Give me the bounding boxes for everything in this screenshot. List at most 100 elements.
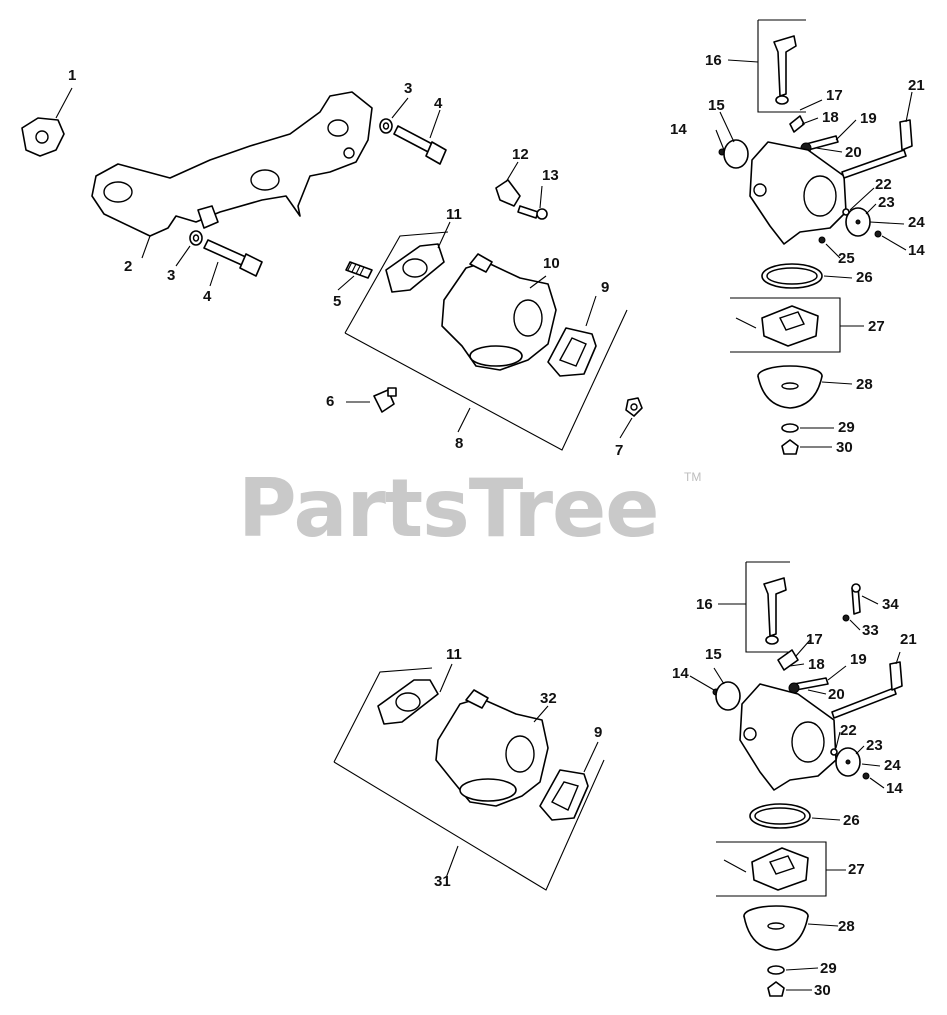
callout-3-upper[interactable]: 3 <box>404 80 413 97</box>
callout-27-lower[interactable]: 27 <box>848 861 865 878</box>
part-14-plug-b-lower[interactable] <box>862 772 870 780</box>
callout-26-upper[interactable]: 26 <box>856 269 873 286</box>
callout-20-upper[interactable]: 20 <box>845 144 862 161</box>
callout-30-lower[interactable]: 30 <box>814 982 831 999</box>
part-28-bowl-upper[interactable] <box>757 365 823 409</box>
callout-23-upper[interactable]: 23 <box>878 194 895 211</box>
callout-9-lower[interactable]: 9 <box>594 724 603 741</box>
part-23-plate-upper[interactable] <box>845 207 871 237</box>
callout-31[interactable]: 31 <box>434 873 451 890</box>
part-10-carburetor[interactable] <box>441 253 557 371</box>
callout-13[interactable]: 13 <box>542 167 559 184</box>
part-27-float-lower[interactable] <box>723 847 809 891</box>
part-1-gasket[interactable] <box>21 117 65 157</box>
part-21-shaft-upper[interactable] <box>841 119 913 179</box>
callout-3-lower[interactable]: 3 <box>167 267 176 284</box>
part-34-screw[interactable] <box>851 583 861 615</box>
part-30-nut-upper[interactable] <box>781 439 799 455</box>
part-26-o-ring-upper[interactable] <box>761 263 823 289</box>
part-4-bolt-lower[interactable] <box>203 239 263 277</box>
part-carb-body-lower[interactable] <box>739 683 837 791</box>
callout-21-lower[interactable]: 21 <box>900 631 917 648</box>
part-19-screw-lower[interactable] <box>788 677 829 694</box>
part-14-plug-b-upper[interactable] <box>874 230 882 238</box>
callout-30-upper[interactable]: 30 <box>836 439 853 456</box>
part-27-float-upper[interactable] <box>735 305 819 347</box>
part-18-spring-upper[interactable] <box>789 115 805 133</box>
callout-16-upper[interactable]: 16 <box>705 52 722 69</box>
part-5-stud[interactable] <box>345 261 373 279</box>
callout-16-lower[interactable]: 16 <box>696 596 713 613</box>
part-29-washer-lower[interactable] <box>767 965 785 975</box>
part-13-screw[interactable] <box>517 205 548 220</box>
callout-22-lower[interactable]: 22 <box>840 722 857 739</box>
part-2-intake-manifold[interactable] <box>91 91 373 237</box>
part-11-gasket-upper[interactable] <box>385 243 445 293</box>
part-3-washer-upper[interactable] <box>379 118 393 134</box>
callout-17-lower[interactable]: 17 <box>806 631 823 648</box>
part-28-bowl-lower[interactable] <box>743 905 809 951</box>
part-9-gasket-upper[interactable] <box>547 327 597 377</box>
part-3-washer-lower[interactable] <box>189 230 203 246</box>
callout-15-lower[interactable]: 15 <box>705 646 722 663</box>
callout-20-lower[interactable]: 20 <box>828 686 845 703</box>
callout-33[interactable]: 33 <box>862 622 879 639</box>
part-9-gasket-lower[interactable] <box>539 769 589 821</box>
callout-18-lower[interactable]: 18 <box>808 656 825 673</box>
callout-21-upper[interactable]: 21 <box>908 77 925 94</box>
callout-26-lower[interactable]: 26 <box>843 812 860 829</box>
callout-22-upper[interactable]: 22 <box>875 176 892 193</box>
callout-5[interactable]: 5 <box>333 293 342 310</box>
part-7-nut[interactable] <box>625 397 643 417</box>
part-carb-body-upper[interactable] <box>749 141 847 245</box>
callout-9-upper[interactable]: 9 <box>601 279 610 296</box>
part-30-nut-lower[interactable] <box>767 981 785 997</box>
callout-2[interactable]: 2 <box>124 258 133 275</box>
callout-19-upper[interactable]: 19 <box>860 110 877 127</box>
callout-29-upper[interactable]: 29 <box>838 419 855 436</box>
part-17-spring-lower[interactable] <box>777 649 799 671</box>
callout-8[interactable]: 8 <box>455 435 464 452</box>
part-15-diaphragm-upper[interactable] <box>723 139 749 169</box>
callout-23-lower[interactable]: 23 <box>866 737 883 754</box>
callout-24-lower[interactable]: 24 <box>884 757 901 774</box>
part-12-lever[interactable] <box>495 179 521 207</box>
callout-32[interactable]: 32 <box>540 690 557 707</box>
callout-15-upper[interactable]: 15 <box>708 97 725 114</box>
callout-14-lower-a[interactable]: 14 <box>672 665 689 682</box>
callout-25-upper[interactable]: 25 <box>838 250 855 267</box>
callout-14-upper-b[interactable]: 14 <box>908 242 925 259</box>
part-23-plate-lower[interactable] <box>835 747 861 777</box>
callout-34[interactable]: 34 <box>882 596 899 613</box>
callout-27-upper[interactable]: 27 <box>868 318 885 335</box>
part-22-washer-lower[interactable] <box>830 748 838 756</box>
callout-10[interactable]: 10 <box>543 255 560 272</box>
callout-12[interactable]: 12 <box>512 146 529 163</box>
callout-14-lower-b[interactable]: 14 <box>886 780 903 797</box>
callout-18-upper[interactable]: 18 <box>822 109 839 126</box>
callout-11-lower[interactable]: 11 <box>446 646 462 663</box>
part-6-fitting[interactable] <box>373 387 397 413</box>
callout-4-lower[interactable]: 4 <box>203 288 212 305</box>
callout-14-upper-a[interactable]: 14 <box>670 121 687 138</box>
part-25-plug-upper[interactable] <box>818 236 826 244</box>
part-11-gasket-lower[interactable] <box>377 679 439 725</box>
callout-4-upper[interactable]: 4 <box>434 95 443 112</box>
callout-11-upper[interactable]: 11 <box>446 206 462 223</box>
part-26-o-ring-lower[interactable] <box>749 803 811 829</box>
callout-19-lower[interactable]: 19 <box>850 651 867 668</box>
part-29-washer-upper[interactable] <box>781 423 799 433</box>
callout-24-upper[interactable]: 24 <box>908 214 925 231</box>
part-21-shaft-lower[interactable] <box>831 661 903 719</box>
callout-28-upper[interactable]: 28 <box>856 376 873 393</box>
callout-6[interactable]: 6 <box>326 393 335 410</box>
part-15-diaphragm-lower[interactable] <box>715 681 741 711</box>
callout-29-lower[interactable]: 29 <box>820 960 837 977</box>
callout-1[interactable]: 1 <box>68 67 77 84</box>
part-4-bolt-upper[interactable] <box>393 125 447 165</box>
part-33-spring[interactable] <box>842 614 850 622</box>
callout-7[interactable]: 7 <box>615 442 624 459</box>
callout-17-upper[interactable]: 17 <box>826 87 843 104</box>
part-32-carburetor[interactable] <box>435 689 549 807</box>
part-16-float-pin-upper[interactable] <box>773 35 797 105</box>
